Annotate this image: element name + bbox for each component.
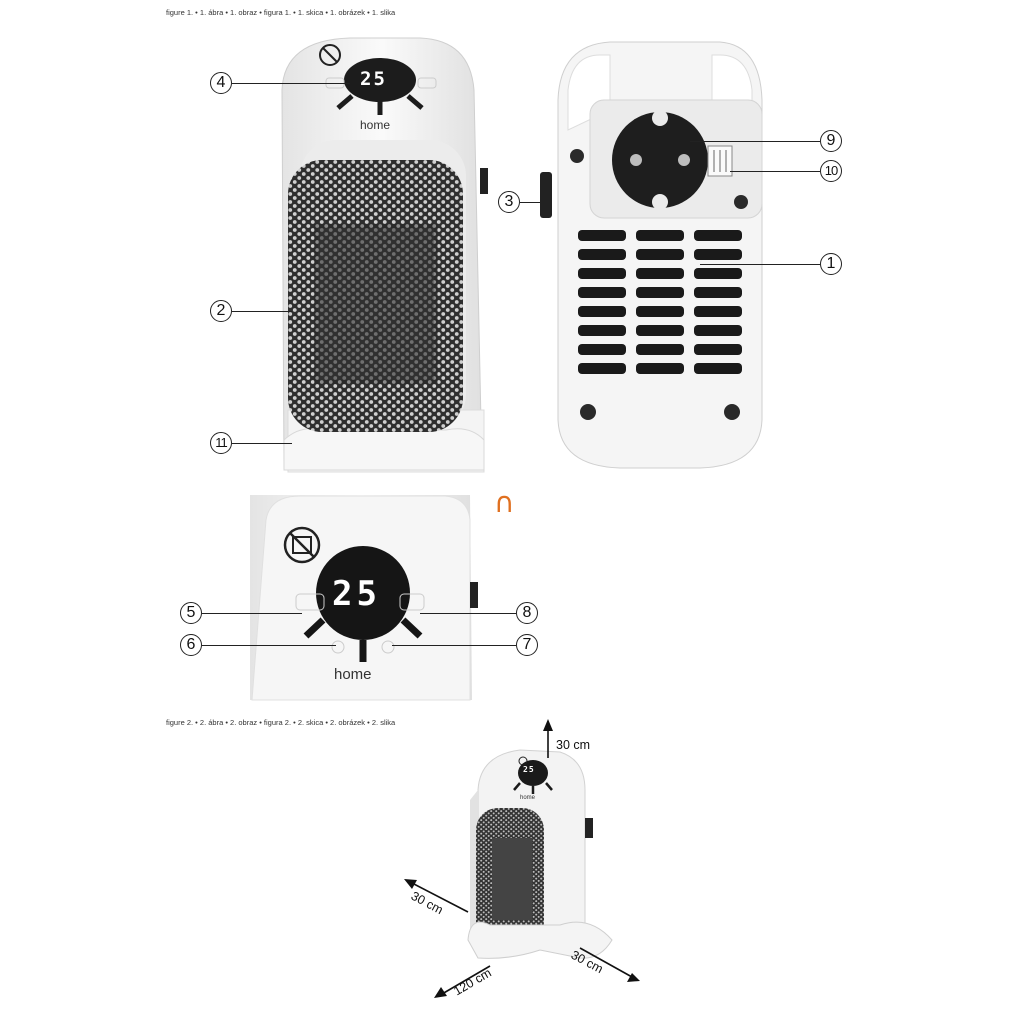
callout-8: 8 — [516, 602, 538, 624]
callout-7: 7 — [516, 634, 538, 656]
rear-vent-slot — [578, 363, 626, 374]
callout-4: 4 — [210, 72, 232, 94]
rear-vent-slot — [694, 363, 742, 374]
rear-vent-slot — [694, 230, 742, 241]
rear-vent-slot — [694, 344, 742, 355]
rear-vent-slot — [578, 344, 626, 355]
rear-vent-slot — [636, 306, 684, 317]
rear-vent-slot — [694, 287, 742, 298]
rear-vent-slot — [578, 268, 626, 279]
rear-vent-slot — [578, 306, 626, 317]
callout-11: 11 — [210, 432, 232, 454]
rear-vent-slot — [694, 325, 742, 336]
rear-vent-slot — [636, 344, 684, 355]
callout-5: 5 — [180, 602, 202, 624]
rear-vent-slot — [694, 306, 742, 317]
rear-vent-slot — [636, 268, 684, 279]
brand-logo-small: home — [520, 795, 536, 801]
rear-vent-slot — [578, 325, 626, 336]
callout-2: 2 — [210, 300, 232, 322]
display-readout-closeup: 25 — [332, 574, 381, 614]
display-readout-front: 25 — [360, 68, 387, 90]
callout-10: 10 — [820, 160, 842, 182]
figure2-caption: figure 2. • 2. ábra • 2. obraz • figura … — [166, 718, 396, 727]
clearance-top-label: 30 cm — [556, 738, 591, 752]
rear-vent-slot — [636, 230, 684, 241]
callout-1: 1 — [820, 253, 842, 275]
figure1-caption: figure 1. • 1. ábra • 1. obraz • figura … — [166, 8, 396, 17]
rear-vent-slot — [694, 249, 742, 260]
rear-vent-slot — [694, 268, 742, 279]
closeup-marker-symbol: ∩ — [494, 486, 515, 519]
rear-vent-slot — [578, 249, 626, 260]
brand-logo-front: home — [360, 118, 391, 132]
rear-vent-slot — [636, 287, 684, 298]
callout-9: 9 — [820, 130, 842, 152]
brand-logo-closeup: home — [334, 666, 372, 683]
callout-3: 3 — [498, 191, 520, 213]
rear-vent-slot — [578, 230, 626, 241]
callout-6: 6 — [180, 634, 202, 656]
rear-vent-slot — [636, 325, 684, 336]
display-readout-small: 25 — [523, 765, 535, 774]
rear-vent-slot — [578, 287, 626, 298]
rear-vent-slot — [636, 249, 684, 260]
rear-vent-slot — [636, 363, 684, 374]
